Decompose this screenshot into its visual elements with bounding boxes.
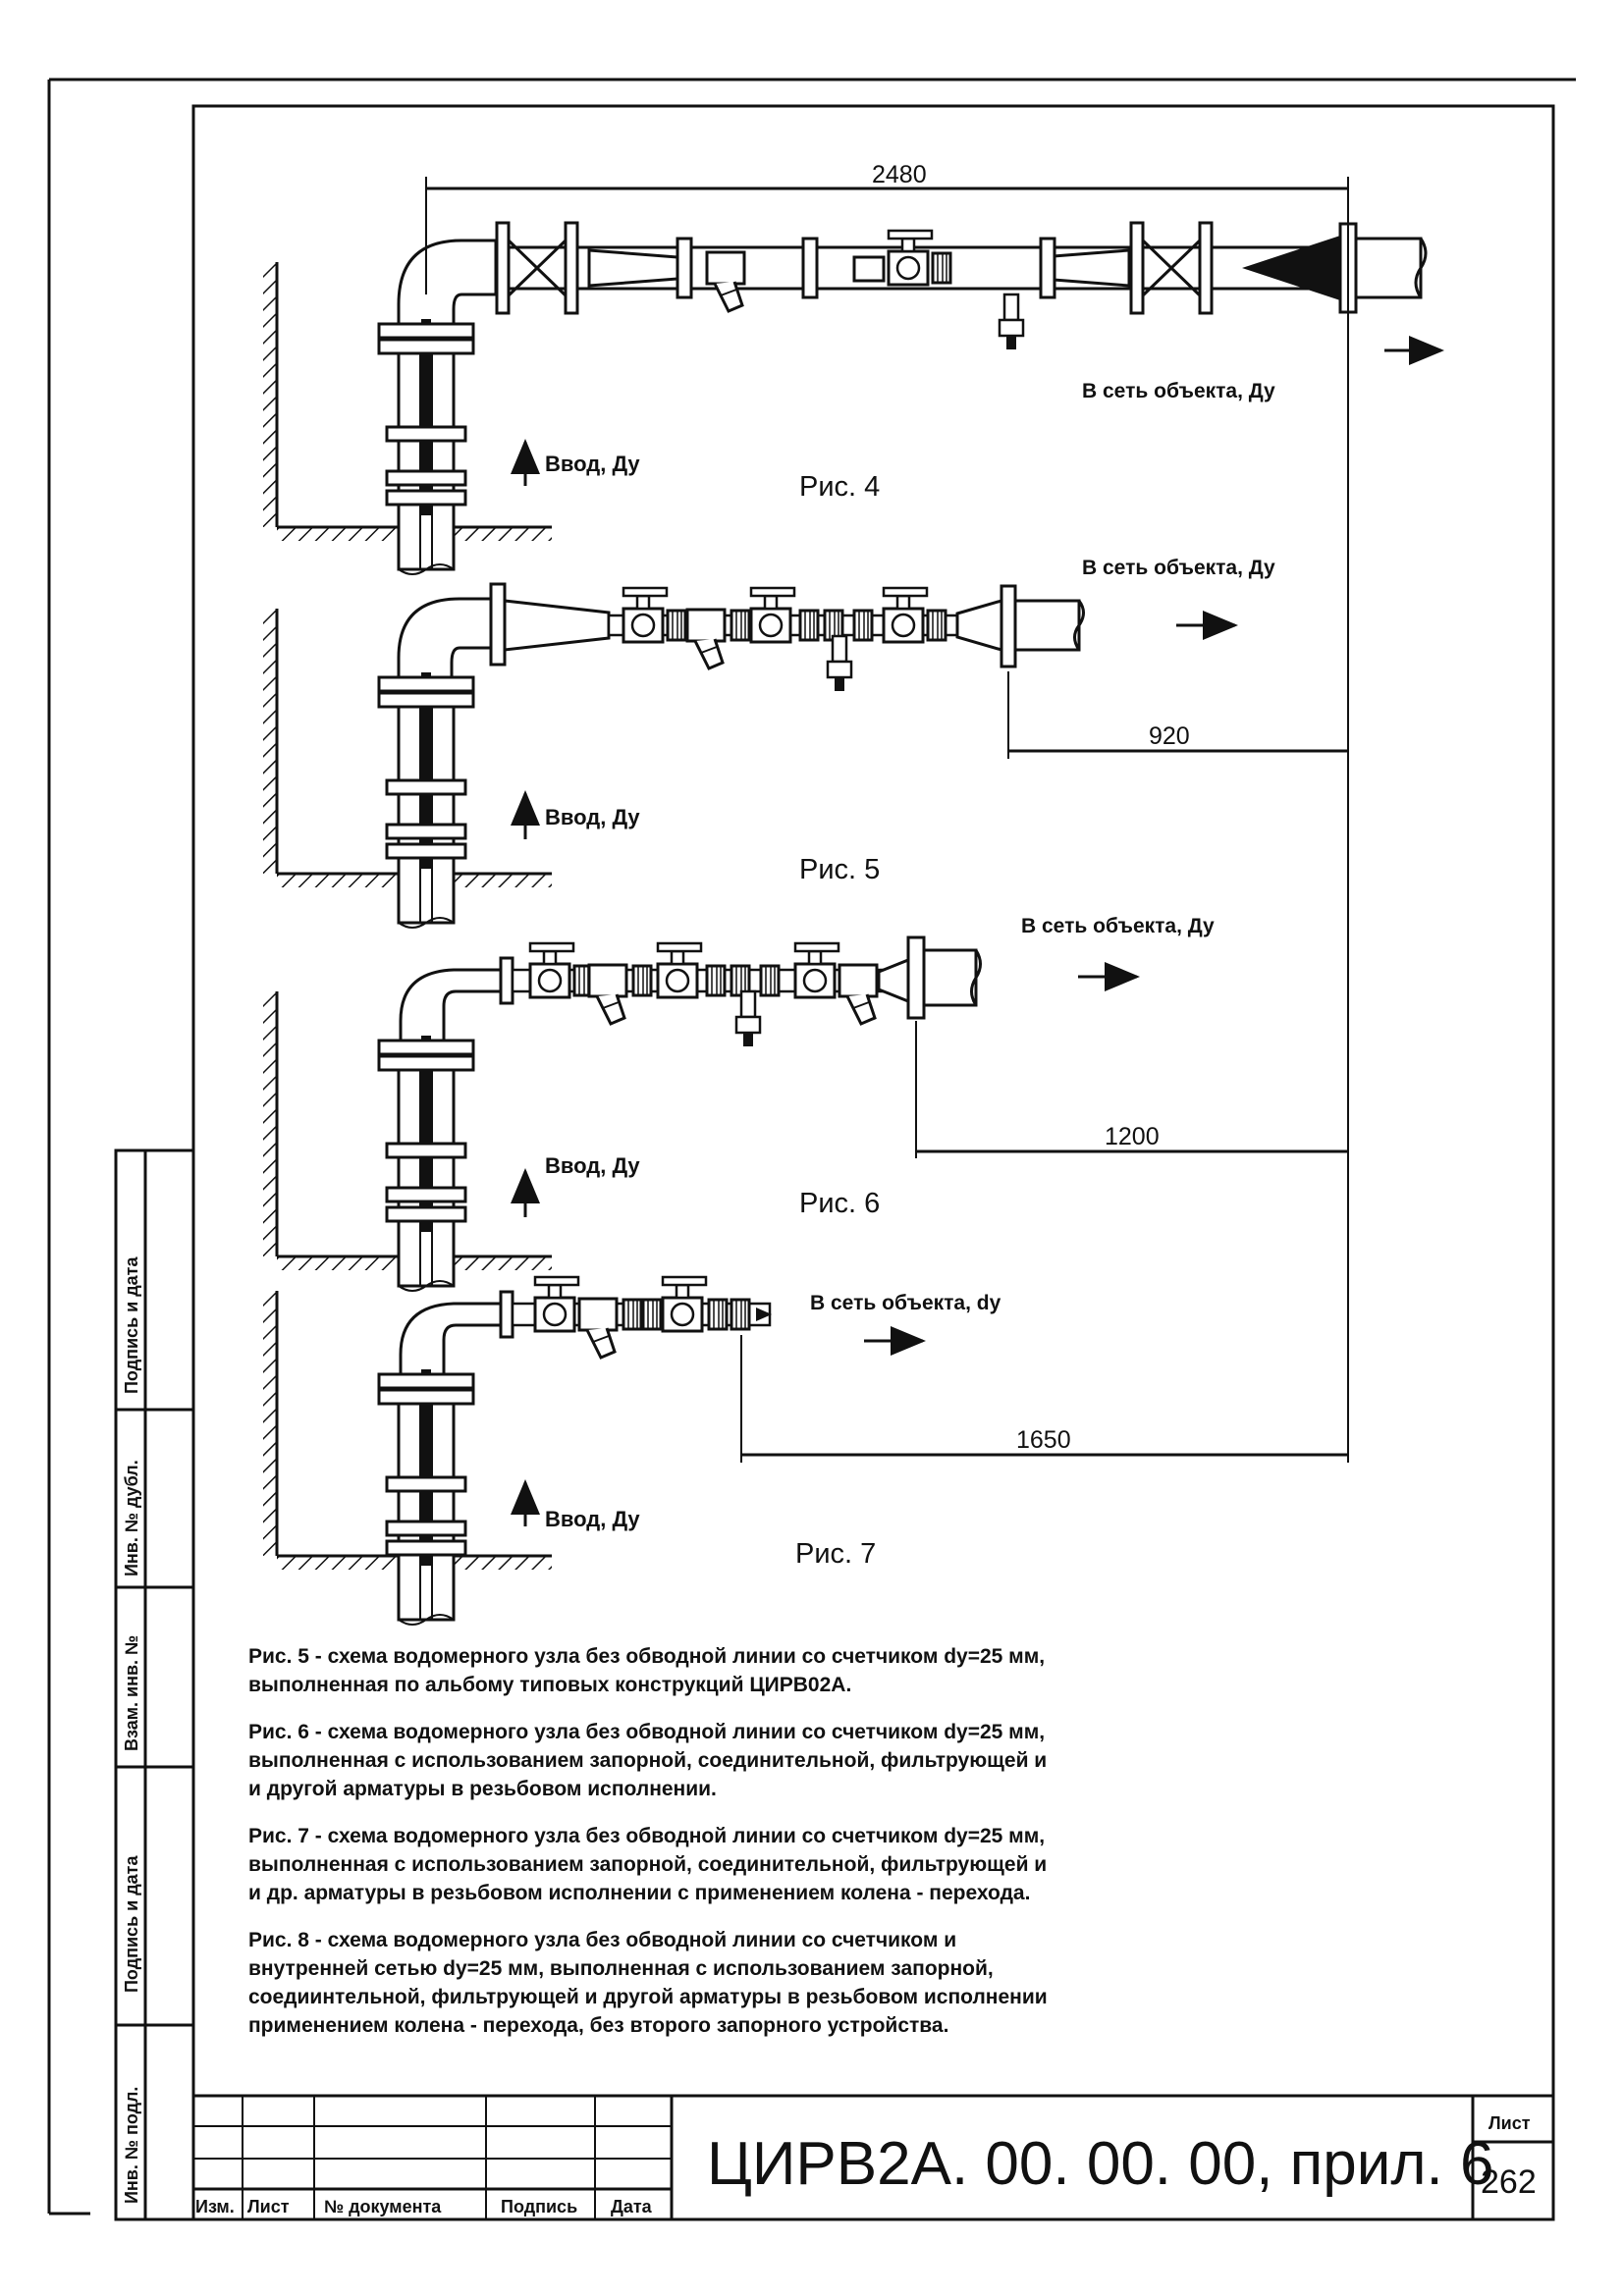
note-3-line-2: выполненная с использованием запорной, с…	[248, 1853, 1047, 1876]
figure-4-caption: Рис. 4	[799, 471, 880, 503]
note-4-line-1: Рис. 8 - схема водомерного узла без обво…	[248, 1929, 956, 1951]
figure-4-diagram	[261, 177, 1444, 1463]
side-stamp-original-inv: Инв. № подл.	[122, 2087, 141, 2204]
figure-6-inlet-label: Ввод, Ду	[545, 1153, 640, 1178]
figure-6-outlet-label: В сеть объекта, Ду	[1021, 915, 1215, 937]
figure-5-inlet-label: Ввод, Ду	[545, 805, 640, 829]
figure-4-dimension: 2480	[872, 161, 927, 188]
title-block	[193, 2094, 1553, 2219]
document-code: ЦИРВ2А. 00. 00. 00, прил. 6	[707, 2130, 1493, 2198]
side-stamp	[114, 1148, 195, 2221]
title-col-signature: Подпись	[501, 2197, 577, 2216]
note-2-line-3: и другой арматуры в резьбовом исполнении…	[248, 1778, 717, 1800]
figure-7-outlet-label: В сеть объекта, dy	[810, 1292, 1001, 1314]
sheet-label: Лист	[1488, 2113, 1531, 2133]
figure-5-caption: Рис. 5	[799, 854, 880, 885]
sheet-number: 262	[1481, 2163, 1537, 2201]
note-4-line-4: применением колена - перехода, без второ…	[248, 2014, 948, 2037]
note-4-line-3: соедиинтельной, фильтрующей и другой арм…	[248, 1986, 1048, 2008]
title-col-sheet: Лист	[247, 2197, 290, 2216]
note-3-line-3: и др. арматуры в резьбовом исполнении с …	[248, 1882, 1030, 1904]
title-col-date: Дата	[611, 2197, 653, 2216]
side-stamp-signature-date-1: Подпись и дата	[122, 1256, 141, 1394]
note-1-line-2: выполненная по альбому типовых конструкц…	[248, 1674, 851, 1696]
note-3-line-1: Рис. 7 - схема водомерного узла без обво…	[248, 1825, 1045, 1847]
note-2-line-1: Рис. 6 - схема водомерного узла без обво…	[248, 1721, 1045, 1743]
figure-7-caption: Рис. 7	[795, 1538, 876, 1570]
side-stamp-signature-date-2: Подпись и дата	[122, 1855, 141, 1993]
figure-6-dimension: 1200	[1105, 1123, 1160, 1150]
side-stamp-replacement-inv: Взам. инв. №	[122, 1635, 141, 1751]
figure-5-outlet-label: В сеть объекта, Ду	[1082, 557, 1275, 579]
note-4-line-2: внутренней сетью dy=25 мм, выполненная с…	[248, 1957, 994, 1980]
figure-5-diagram	[261, 582, 1348, 930]
notes-block: Рис. 5 - схема водомерного узла без обво…	[248, 1645, 1048, 2037]
figure-6-caption: Рис. 6	[799, 1188, 880, 1219]
figure-7-inlet-label: Ввод, Ду	[545, 1507, 640, 1531]
title-col-change: Изм.	[195, 2197, 235, 2216]
side-stamp-duplicate-inv: Инв. № дубл.	[122, 1460, 141, 1576]
figure-4-inlet-label: Ввод, Ду	[545, 452, 640, 476]
figure-7-dimension: 1650	[1016, 1426, 1071, 1454]
figure-6-diagram	[261, 935, 1348, 1293]
figure-7-diagram	[261, 1275, 1348, 1627]
title-col-document: № документа	[324, 2197, 442, 2216]
note-1-line-1: Рис. 5 - схема водомерного узла без обво…	[248, 1645, 1045, 1668]
figure-4-outlet-label: В сеть объекта, Ду	[1082, 380, 1275, 402]
note-2-line-2: выполненная с использованием запорной, с…	[248, 1749, 1047, 1772]
figure-5-dimension: 920	[1149, 722, 1190, 750]
